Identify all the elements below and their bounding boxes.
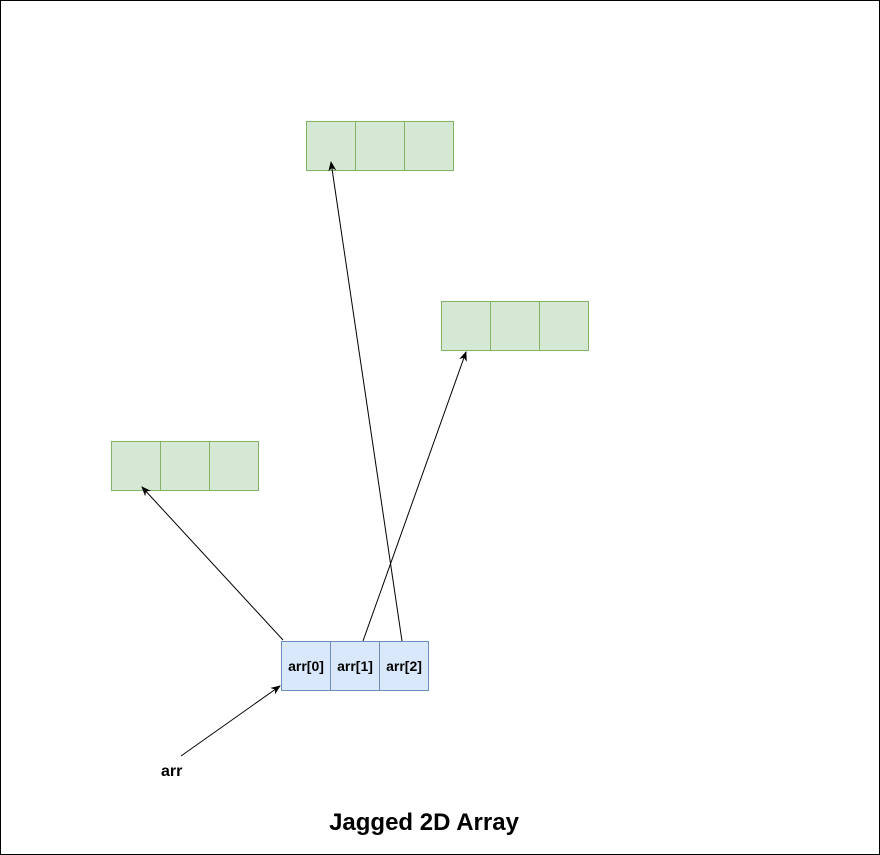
diagram-title: Jagged 2D Array (329, 809, 519, 836)
pointer-cell-2: arr[2] (379, 641, 429, 691)
row-1-cell-0 (441, 301, 491, 351)
row-2-cell-0 (306, 121, 356, 171)
arrow-arr2-to-row-2 (328, 161, 403, 642)
pointer-cell-0: arr[0] (281, 641, 331, 691)
pointer-array: arr[0] arr[1] arr[2] (281, 641, 429, 691)
pointer-cell-1: arr[1] (330, 641, 380, 691)
arrow-arr-to-pointer-array (180, 685, 281, 757)
row-1-cell-1 (490, 301, 540, 351)
row-0-cell-2 (209, 441, 259, 491)
row-1-cell-2 (539, 301, 589, 351)
row-2-cell-2 (404, 121, 454, 171)
row-array-0 (111, 441, 259, 491)
row-0-cell-0 (111, 441, 161, 491)
row-array-2 (306, 121, 454, 171)
pointer-variable-label: arr (161, 763, 183, 780)
row-0-cell-1 (160, 441, 210, 491)
arrow-arr0-to-row-0 (141, 486, 284, 641)
row-2-cell-1 (355, 121, 405, 171)
arrow-arr1-to-row-1 (362, 351, 467, 642)
row-array-1 (441, 301, 589, 351)
